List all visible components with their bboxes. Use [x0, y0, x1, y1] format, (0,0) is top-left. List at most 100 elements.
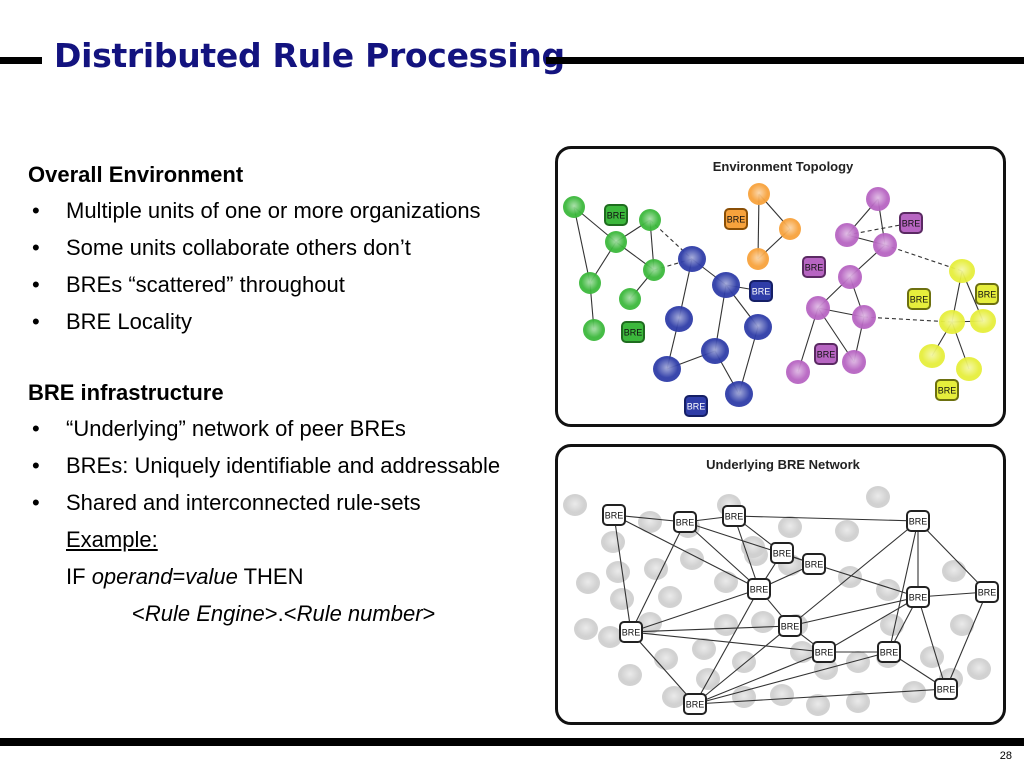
- bre-label: BRE: [676, 518, 695, 528]
- bre-node: BRE: [684, 395, 708, 417]
- peer-node: [598, 626, 622, 648]
- bre-node: BRE: [906, 510, 930, 532]
- peer-node: [563, 494, 587, 516]
- peer-node: [770, 684, 794, 706]
- bre-label: BRE: [725, 512, 744, 522]
- bre-label: BRE: [910, 295, 929, 305]
- bre-label: BRE: [622, 628, 641, 638]
- link: [813, 563, 919, 598]
- link: [630, 625, 791, 633]
- bre-network-diagram: Underlying BRE NetworkBREBREBREBREBREBRE…: [563, 457, 999, 716]
- peer-node: [576, 572, 600, 594]
- bre-node: BRE: [749, 280, 773, 302]
- peer-node: [680, 548, 704, 570]
- link: [573, 206, 591, 284]
- link: [684, 521, 760, 590]
- peer-node: [880, 614, 904, 636]
- link: [630, 631, 825, 653]
- peer-node: [751, 611, 775, 633]
- bre-label: BRE: [938, 386, 957, 396]
- bullet-item: •Multiple units of one or more organizat…: [32, 198, 481, 223]
- link: [789, 520, 919, 627]
- peer-node: [732, 651, 756, 673]
- page-number: 28: [999, 750, 1012, 762]
- slide-title: Distributed Rule Processing: [54, 36, 565, 75]
- bre-node: BRE: [814, 343, 838, 365]
- bre-node: BRE: [604, 204, 628, 226]
- slide-body: Overall Environment •Multiple units of o…: [28, 160, 548, 629]
- example-reference: <Rule Engine>.<Rule number>: [132, 601, 436, 626]
- link: [630, 588, 760, 633]
- peer-node: [601, 531, 625, 553]
- bullet-item: •Shared and interconnected rule-sets: [32, 490, 421, 515]
- footer-rule: [0, 738, 1024, 746]
- bre-label: BRE: [687, 402, 706, 412]
- diagram-title: Environment Topology: [713, 159, 854, 174]
- blue-node: [678, 246, 706, 272]
- purple-node: [873, 233, 897, 257]
- purple-node: [866, 187, 890, 211]
- bre-label: BRE: [815, 648, 834, 658]
- link: [694, 588, 760, 705]
- peer-node: [618, 664, 642, 686]
- bre-label: BRE: [781, 622, 800, 632]
- link: [694, 625, 791, 705]
- bre-node: BRE: [906, 586, 930, 608]
- peer-node: [942, 560, 966, 582]
- purple-node: [852, 305, 876, 329]
- purple-node: [806, 296, 830, 320]
- bre-node: BRE: [683, 693, 707, 715]
- link: [888, 520, 919, 653]
- bullet-item: •BRE Locality: [32, 309, 192, 334]
- link: [733, 515, 760, 590]
- peer-node: [967, 658, 991, 680]
- peer-node: [902, 681, 926, 703]
- bre-node: BRE: [724, 208, 748, 230]
- link: [613, 514, 632, 633]
- bre-node: BRE: [778, 615, 802, 637]
- blue-node: [653, 356, 681, 382]
- example-label: Example:: [66, 527, 158, 552]
- peer-node: [876, 579, 900, 601]
- bre-node: BRE: [722, 505, 746, 527]
- bre-node: BRE: [770, 542, 794, 564]
- blue-node: [665, 306, 693, 332]
- bullet-item: •“Underlying” network of peer BREs: [32, 416, 406, 441]
- green-node: [579, 272, 601, 294]
- yellow-node: [956, 357, 982, 381]
- green-node: [583, 319, 605, 341]
- infrastructure-heading: BRE infrastructure: [28, 380, 224, 405]
- environment-bullets: •Multiple units of one or more organizat…: [28, 196, 548, 337]
- bre-node: BRE: [802, 553, 826, 575]
- peer-node: [662, 686, 686, 708]
- peer-node: [846, 651, 870, 673]
- bre-label: BRE: [978, 588, 997, 598]
- peer-node: [574, 618, 598, 640]
- link: [694, 688, 947, 705]
- title-rule-left: [0, 57, 42, 64]
- bre-node: BRE: [934, 678, 958, 700]
- green-node: [639, 209, 661, 231]
- bre-node: BRE: [907, 288, 931, 310]
- peer-node: [658, 586, 682, 608]
- peer-node: [692, 638, 716, 660]
- dashed-link: [863, 316, 953, 323]
- link: [733, 515, 919, 522]
- bre-node: BRE: [619, 621, 643, 643]
- peer-node: [790, 641, 814, 663]
- bullet-item: •BREs: Uniquely identifiable and address…: [32, 453, 501, 478]
- orange-node: [779, 218, 801, 240]
- bre-label: BRE: [686, 700, 705, 710]
- bre-node: BRE: [621, 321, 645, 343]
- yellow-node: [939, 310, 965, 334]
- bre-node: BRE: [802, 256, 826, 278]
- orange-node: [748, 183, 770, 205]
- link: [945, 591, 988, 690]
- bre-node: BRE: [899, 212, 923, 234]
- bre-node: BRE: [975, 283, 999, 305]
- peer-node: [866, 486, 890, 508]
- bre-label: BRE: [978, 290, 997, 300]
- peer-node: [732, 686, 756, 708]
- bre-label: BRE: [817, 350, 836, 360]
